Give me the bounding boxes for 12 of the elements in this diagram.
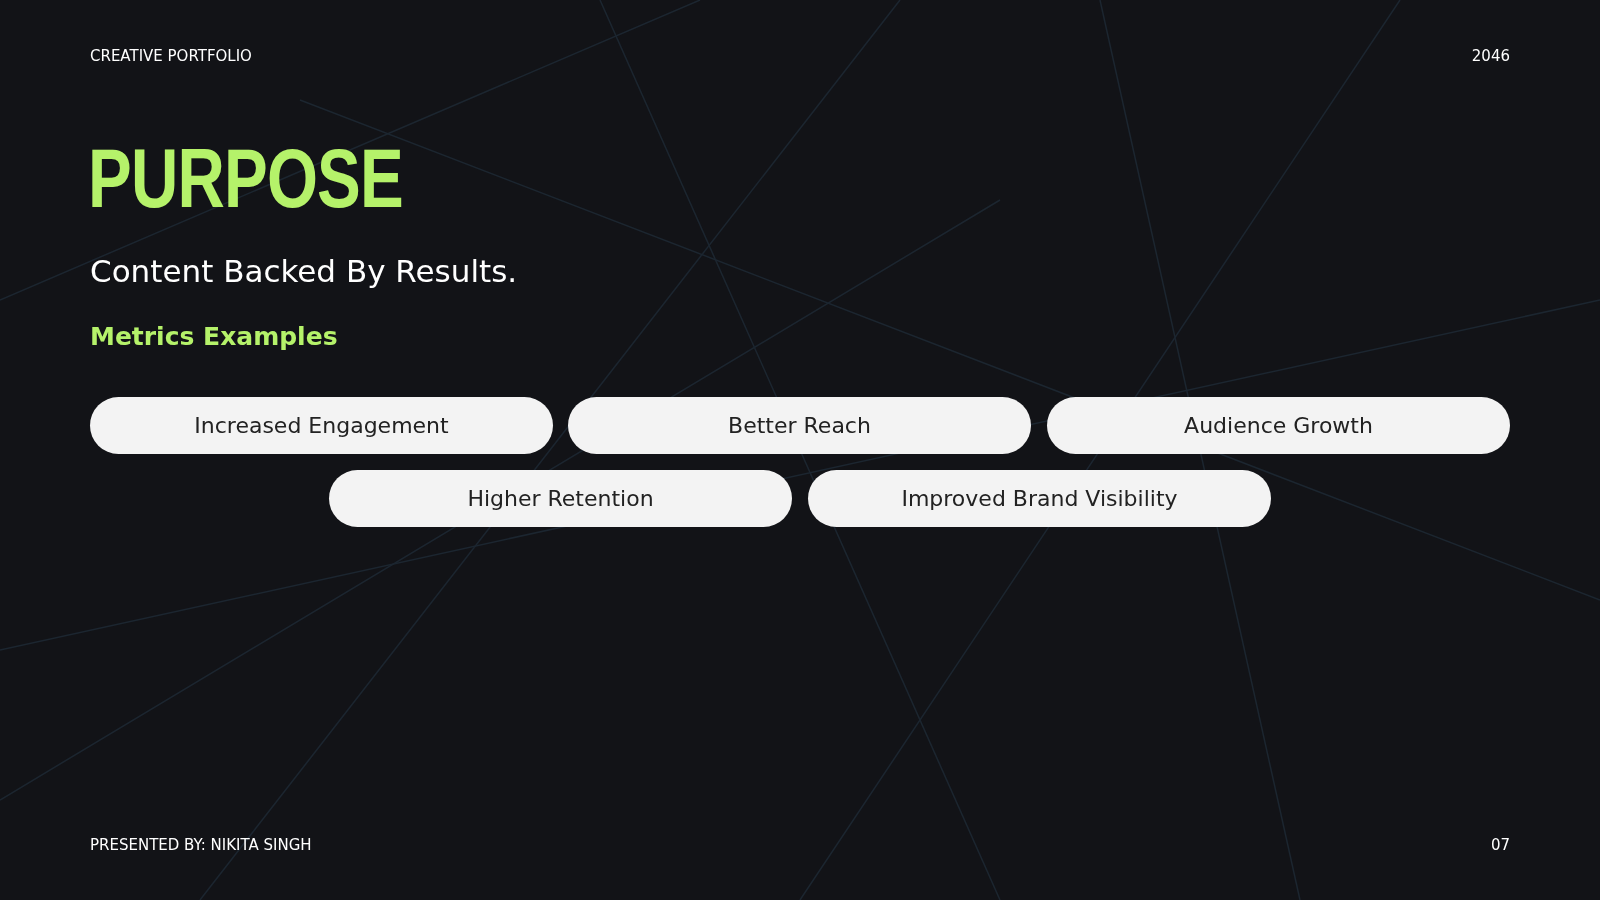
metric-pill: Improved Brand Visibility [808, 470, 1271, 527]
section-heading: Metrics Examples [90, 322, 338, 351]
metric-pill: Higher Retention [329, 470, 792, 527]
page-number: 07 [1490, 836, 1510, 854]
metric-pill: Better Reach [568, 397, 1031, 454]
subtitle: Content Backed By Results. [90, 253, 518, 289]
presenter-text: PRESENTED BY: NIKITA SINGH [90, 836, 312, 854]
year-text: 2046 [1471, 47, 1510, 65]
slide-title: PURPOSE [88, 130, 403, 227]
metric-pill: Audience Growth [1047, 397, 1510, 454]
header-text: CREATIVE PORTFOLIO [90, 47, 252, 65]
metric-pill: Increased Engagement [90, 397, 553, 454]
